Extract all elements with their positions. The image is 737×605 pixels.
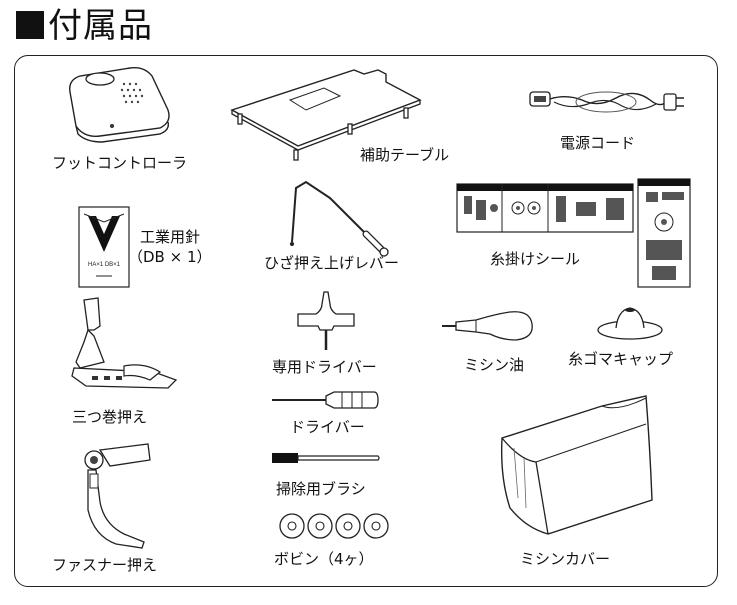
foot-controller-label: フットコントローラ [52,154,188,172]
power-cord-label: 電源コード [560,134,636,152]
bobbins-icon [279,513,389,539]
machine-oil-icon [442,311,533,341]
extension-table-label: 補助テーブル [360,146,450,164]
bobbins-label: ボビン（4ヶ） [274,550,374,568]
accessories-frame [14,55,718,587]
hemmer-foot-label: 三つ巻押え [72,408,148,426]
zipper-foot-label: ファスナー押え [52,556,158,574]
zipper-foot-icon [84,443,151,549]
threading-sticker-label: 糸掛けシール [490,250,581,268]
knee-lifter-icon [290,180,389,257]
special-screwdriver-label: 専用ドライバー [272,358,377,376]
extension-table-icon [230,69,422,161]
page-title: 付属品 [16,6,153,46]
foot-controller-icon [69,66,170,143]
screwdriver-icon [272,391,379,409]
cleaning-brush-icon [272,453,380,463]
machine-oil-label: ミシン油 [464,356,525,374]
spool-cap-label: 糸ゴマキャップ [568,350,674,368]
hemmer-foot-icon [71,297,178,389]
title-square-icon [16,11,44,39]
special-screwdriver-icon [297,291,355,350]
knee-lifter-label: ひざ押え上げレバー [264,254,400,272]
cleaning-brush-label: 掃除用ブラシ [276,480,366,498]
dust-cover-label: ミシンカバー [520,550,611,568]
needle-packet-icon: HA×1 DB×1 [78,206,130,288]
spool-cap-icon [597,307,663,340]
dust-cover-icon [501,395,653,535]
power-cord-icon [529,91,684,113]
needle-label-line2: （DB × 1） [128,248,212,266]
needle-packet-text: HA×1 DB×1 [88,262,121,268]
needle-label-line1: 工業用針 [140,228,201,246]
threading-sticker-icon [456,178,691,288]
screwdriver-label: ドライバー [290,418,365,436]
